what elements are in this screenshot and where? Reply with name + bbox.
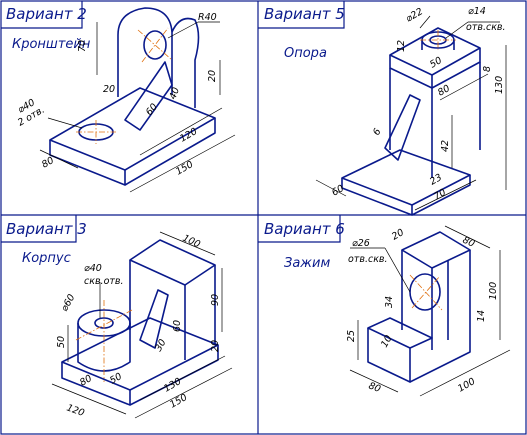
rib <box>139 289 169 349</box>
upright-edges <box>401 250 471 350</box>
dim-42: 42 <box>440 140 451 152</box>
dim-80: 80 <box>78 373 94 389</box>
dim-6: 6 <box>371 127 384 138</box>
upright-side <box>171 17 200 108</box>
dim-12: 12 <box>396 40 407 52</box>
part-name-kronshtein: Кронштейн <box>12 37 91 52</box>
dim-100-length: 100 <box>456 376 477 395</box>
dim-90: 90 <box>210 294 221 306</box>
dim-23: 23 <box>428 172 444 188</box>
dim-20-right: 20 <box>207 70 218 82</box>
dimensions-variant-6: ⌀26 отв.скв. 20 80 34 100 14 25 10 80 10… <box>346 225 511 397</box>
panel-variant-2: Вариант 2 Кронштейн R40 70 <box>1 1 236 193</box>
dim-100-height: 100 <box>488 282 499 300</box>
dim-70: 70 <box>432 187 448 203</box>
part-name-korpus: Корпус <box>22 251 71 266</box>
part-korpus <box>61 239 219 406</box>
support-rib <box>124 61 173 131</box>
dim-80-base: 80 <box>367 380 382 394</box>
dim-through-hole-3: скв.отв. <box>84 276 124 287</box>
front-block-front <box>367 328 411 383</box>
dim-50-base: 50 <box>108 371 124 387</box>
wall-edges <box>389 62 481 178</box>
dim-phi40: ⌀40 <box>84 263 102 274</box>
dim-80: 80 <box>436 83 452 99</box>
dim-20: 20 <box>390 227 406 243</box>
part-name-zazhim: Зажим <box>284 256 330 271</box>
dim-10: 10 <box>379 334 395 350</box>
panel-title-variant-5: Вариант 5 <box>264 5 345 23</box>
dim-30: 30 <box>153 338 169 354</box>
dim-60: 60 <box>172 320 183 332</box>
dim-150: 150 <box>174 159 195 178</box>
base-plate-sides <box>341 175 471 216</box>
dim-8: 8 <box>482 66 493 72</box>
dim-phi60: ⌀60 <box>59 293 77 314</box>
dim-40: 40 <box>167 86 181 101</box>
upright-front <box>117 7 173 97</box>
part-name-opora: Опора <box>284 46 327 61</box>
dim-50: 50 <box>428 55 444 71</box>
panel-title-variant-3: Вариант 3 <box>6 220 87 238</box>
dim-130: 130 <box>494 76 505 94</box>
dim-80: 80 <box>461 235 477 250</box>
dim-phi14: ⌀14 <box>468 6 486 17</box>
dim-70: 70 <box>77 40 88 52</box>
dim-phi26: ⌀26 <box>352 238 370 249</box>
title-box-variant-6 <box>258 215 341 243</box>
dim-14: 14 <box>476 310 487 322</box>
dim-120: 120 <box>65 402 86 419</box>
base-plate-top <box>341 149 471 206</box>
dimensions-variant-3: ⌀40 скв.отв. ⌀60 50 100 90 60 30 20 80 5… <box>51 231 233 419</box>
base-right <box>409 335 471 383</box>
dim-through-hole-6: отв.скв. <box>348 254 388 265</box>
side-rib <box>384 94 421 161</box>
part-zazhim <box>367 231 471 383</box>
title-box-variant-2 <box>1 1 83 29</box>
part-kronshtein <box>49 7 216 186</box>
title-box-variant-5 <box>258 1 345 29</box>
dim-50-height: 50 <box>56 336 67 348</box>
dim-150: 150 <box>168 392 189 411</box>
part-opora <box>341 27 481 216</box>
panel-variant-3: Вариант 3 Корпус ⌀40 скв.отв. ⌀60 50 <box>1 215 233 419</box>
dim-80: 80 <box>40 155 56 171</box>
dim-60: 60 <box>330 183 346 199</box>
dim-through-hole-5: отв.скв. <box>466 22 506 33</box>
upright-edges <box>129 260 216 360</box>
panel-title-variant-6: Вариант 6 <box>264 220 345 238</box>
dim-20-rib: 20 <box>103 84 115 95</box>
panel-variant-6: Вариант 6 Зажим ⌀26 отв.скв. 20 80 34 <box>258 215 511 397</box>
title-box-variant-3 <box>1 215 77 243</box>
dim-100: 100 <box>181 233 202 251</box>
dim-r40: R40 <box>198 12 217 23</box>
panel-variant-5: Вариант 5 Опора ⌀22 ⌀14 отв. <box>258 1 507 216</box>
dim-34: 34 <box>384 296 395 308</box>
front-block-top <box>367 317 433 349</box>
dim-25: 25 <box>346 330 357 342</box>
upright-hole <box>143 30 167 60</box>
base-side-faces <box>49 118 216 186</box>
dim-phi22: ⌀22 <box>404 6 425 24</box>
dim-20: 20 <box>210 340 221 352</box>
panel-title-variant-2: Вариант 2 <box>6 5 87 23</box>
upright-top <box>129 239 216 286</box>
upright-top <box>401 231 471 269</box>
